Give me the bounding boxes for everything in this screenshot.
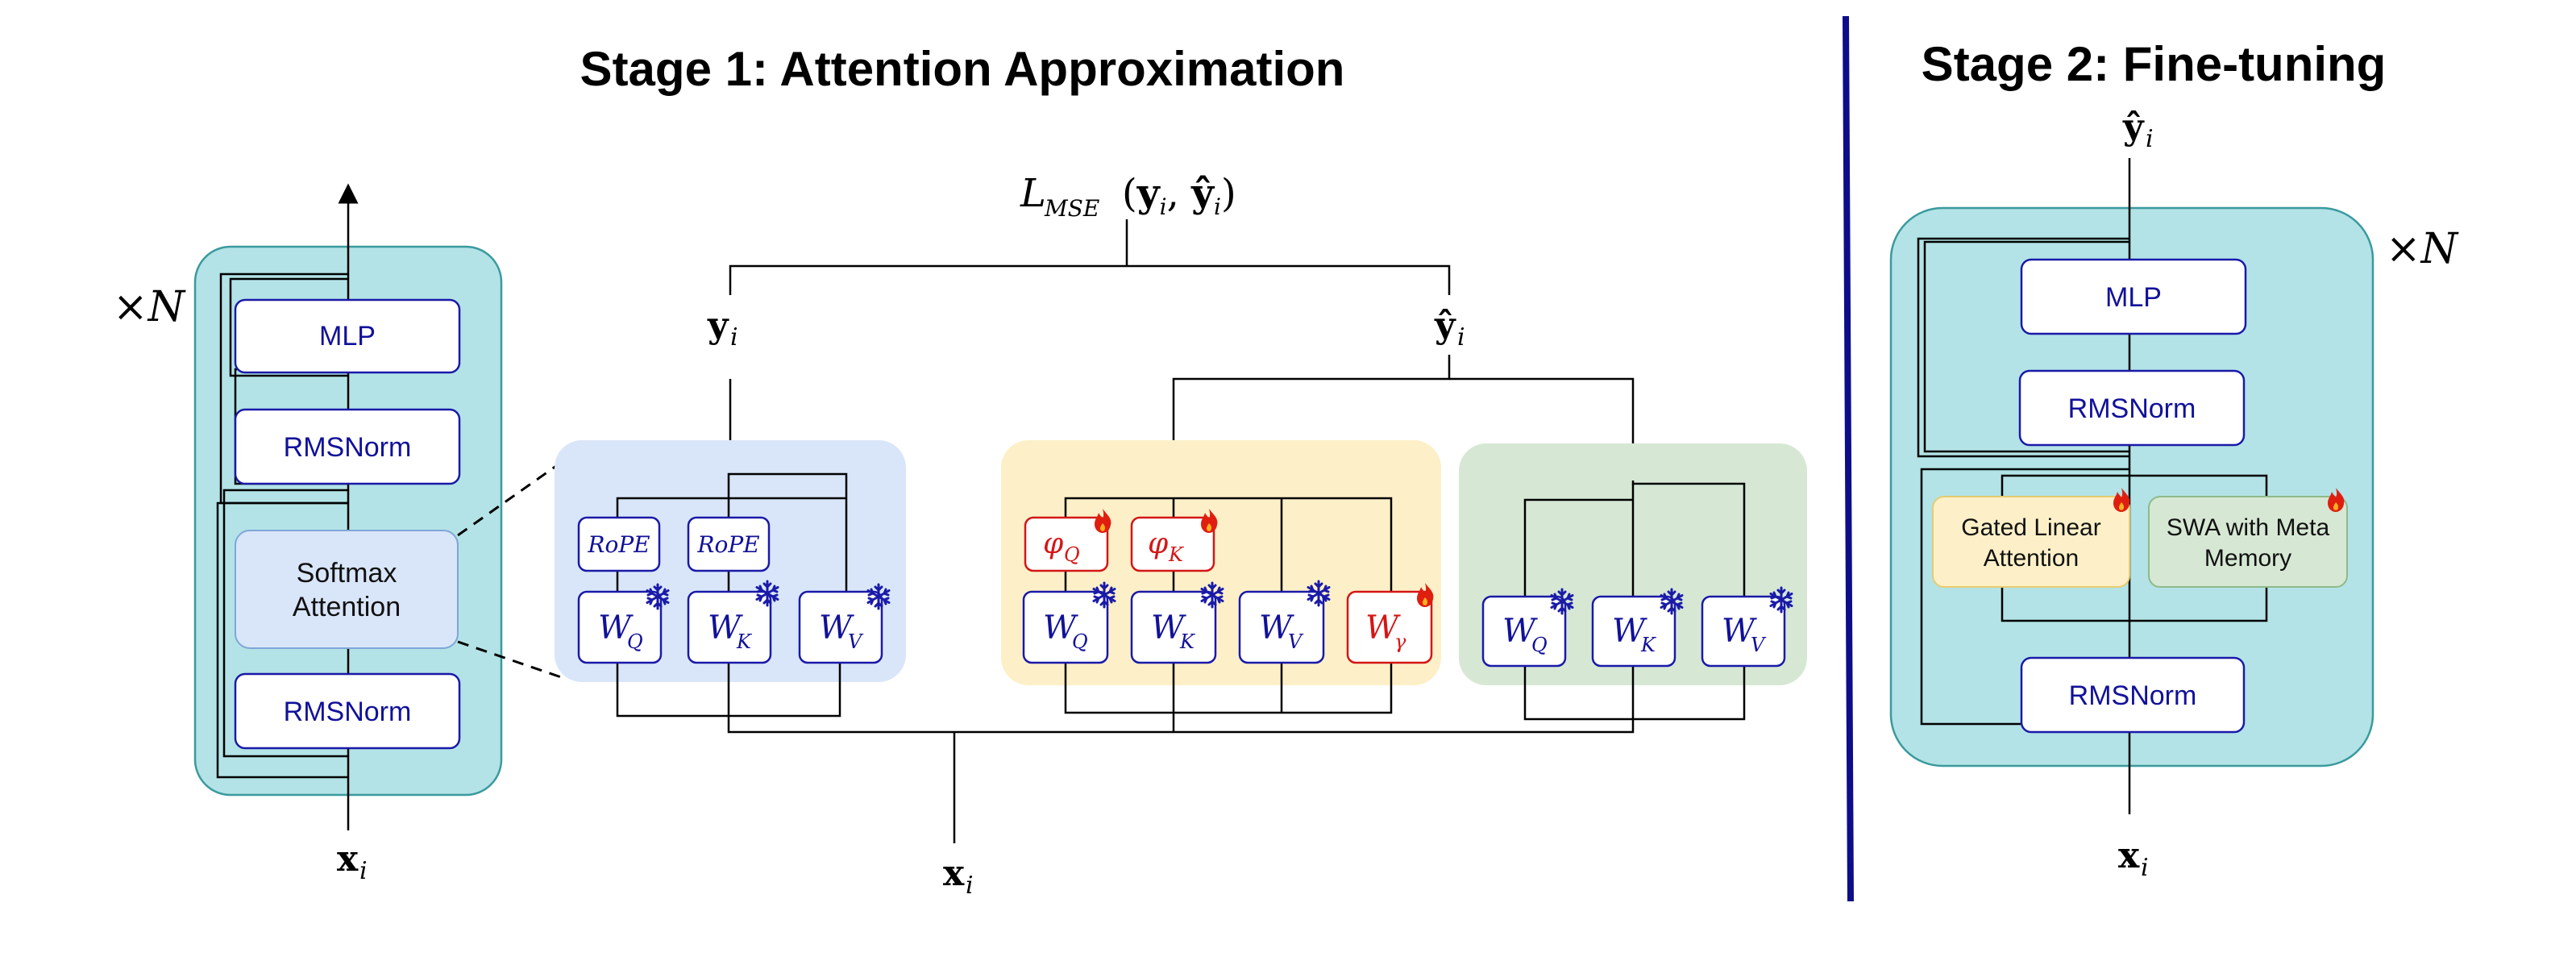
blue-wq-sub: Q (627, 630, 643, 653)
stage2-x-sub: i (2141, 854, 2149, 882)
blue-wk-box (687, 590, 772, 664)
yellow-wgamma-sub: γ (1394, 630, 1406, 653)
left-x-label: x (337, 838, 359, 880)
yhat-sub: i (1457, 323, 1465, 352)
left-x-sub: i (359, 857, 368, 885)
yellow-wk-label: W (1151, 609, 1186, 647)
stage2-swa-line1: SWA with Meta (2167, 514, 2330, 541)
yellow-wgamma-box (1346, 590, 1433, 664)
stage2-rmsnorm-bottom-label: RMSNorm (2069, 680, 2197, 711)
yellow-phiq-label: φ (1043, 527, 1064, 560)
stage2-yhat-sub: i (2146, 125, 2154, 153)
left-softmax-line1: Softmax (297, 558, 397, 589)
left-rmsnorm-top-label: RMSNorm (284, 432, 412, 463)
stage2-gla-line2: Attention (1984, 545, 2079, 572)
yellow-wv-box (1238, 590, 1325, 664)
blue-wv-sub: V (848, 630, 864, 653)
loss-L: L (1020, 171, 1046, 216)
stage-divider (1843, 15, 1854, 902)
yellow-wv-sub: V (1288, 630, 1304, 653)
blue-wv-label: W (819, 609, 854, 647)
loss-sub: MSE (1044, 195, 1099, 222)
stage2-block: ŷ i MLP RMSNorm Gated Linear Attention S… (1889, 106, 2459, 882)
left-softmax-line2: Attention (293, 592, 401, 622)
stage2-gla-line1: Gated Linear (1961, 514, 2100, 541)
yellow-wv-label: W (1259, 609, 1294, 647)
blue-wk-label: W (708, 609, 743, 647)
yhat-label: ŷ (1434, 305, 1456, 346)
y-label: y (707, 305, 729, 346)
stage2-rmsnorm-top-label: RMSNorm (2068, 393, 2196, 424)
yellow-phik-label: φ (1148, 527, 1169, 560)
green-wk-sub: K (1640, 634, 1657, 656)
loss-args: (yi, ŷi) (1122, 171, 1236, 220)
blue-rope-q-box (577, 516, 661, 572)
green-wk-box (1591, 595, 1676, 668)
stage2-yhat-label: ŷ (2122, 106, 2145, 148)
stage2-mlp-box (2020, 258, 2247, 335)
stage2-rmsnorm-bottom-box (2020, 656, 2246, 734)
left-mlp-label: MLP (319, 321, 376, 352)
stage1-x-sub: i (966, 872, 974, 900)
stage2-x-label: x (2118, 835, 2140, 876)
blue-rope-q-label: RoPE (587, 531, 650, 558)
blue-rope-k-box (687, 516, 771, 572)
blue-wk-sub: K (736, 630, 753, 653)
left-rmsnorm-bottom-box (234, 672, 461, 750)
yellow-phik-box (1130, 516, 1215, 572)
left-rmsnorm-bottom-label: RMSNorm (284, 697, 412, 727)
stage2-title: Stage 2: Fine-tuning (1922, 37, 2387, 91)
left-mlp-box (234, 298, 461, 374)
stage1-title: Stage 1: Attention Approximation (580, 42, 1345, 96)
yellow-wq-sub: Q (1072, 630, 1088, 653)
blue-softmax-group: RoPE RoPE W Q W K W V (555, 440, 906, 718)
yellow-wgamma-label: W (1365, 609, 1401, 647)
yellow-wq-label: W (1043, 609, 1078, 647)
green-wk-label: W (1612, 613, 1647, 650)
y-sub: i (730, 323, 738, 352)
blue-wv-box (798, 590, 883, 664)
stage1-x-label: x (943, 853, 965, 894)
green-wv-sub: V (1751, 634, 1767, 656)
green-wq-label: W (1502, 613, 1538, 650)
stage2-rmsnorm-top-box (2018, 369, 2246, 447)
green-wq-box (1481, 595, 1567, 668)
stage2-mlp-label: MLP (2105, 282, 2162, 313)
yellow-linear-group: φ Q φ K W Q W K W V W γ (1001, 440, 1441, 714)
yellow-phiq-box (1024, 516, 1109, 572)
left-transformer-block: MLP RMSNorm Softmax Attention RMSNorm ×N… (113, 183, 503, 885)
green-swa-group: W Q W K W V (1459, 443, 1807, 721)
yellow-phiq-sub: Q (1064, 543, 1080, 566)
stage2-swa-box (2148, 496, 2348, 588)
stage2-gla-box (1932, 496, 2130, 588)
yellow-wk-box (1130, 590, 1217, 664)
blue-wq-box (577, 590, 663, 664)
blue-rope-k-label: RoPE (696, 531, 759, 558)
blue-wq-label: W (598, 609, 634, 647)
zoom-line-top (457, 464, 557, 537)
green-wq-sub: Q (1531, 634, 1548, 656)
stage2-swa-line2: Memory (2204, 545, 2291, 572)
left-softmax-attention-box (235, 530, 459, 649)
stage2-times-n: ×N (2386, 225, 2459, 273)
yellow-phik-sub: K (1168, 543, 1185, 566)
loss-tree: L MSE (yi, ŷi) y i ŷ i (707, 171, 1465, 352)
left-rmsnorm-top-box (234, 408, 461, 485)
left-times-n: ×N (113, 283, 186, 331)
yellow-wq-box (1022, 590, 1109, 664)
green-wv-box (1701, 595, 1786, 668)
green-wv-label: W (1722, 613, 1757, 650)
input-bus: x i (727, 713, 1635, 900)
yellow-wk-sub: K (1179, 630, 1196, 653)
